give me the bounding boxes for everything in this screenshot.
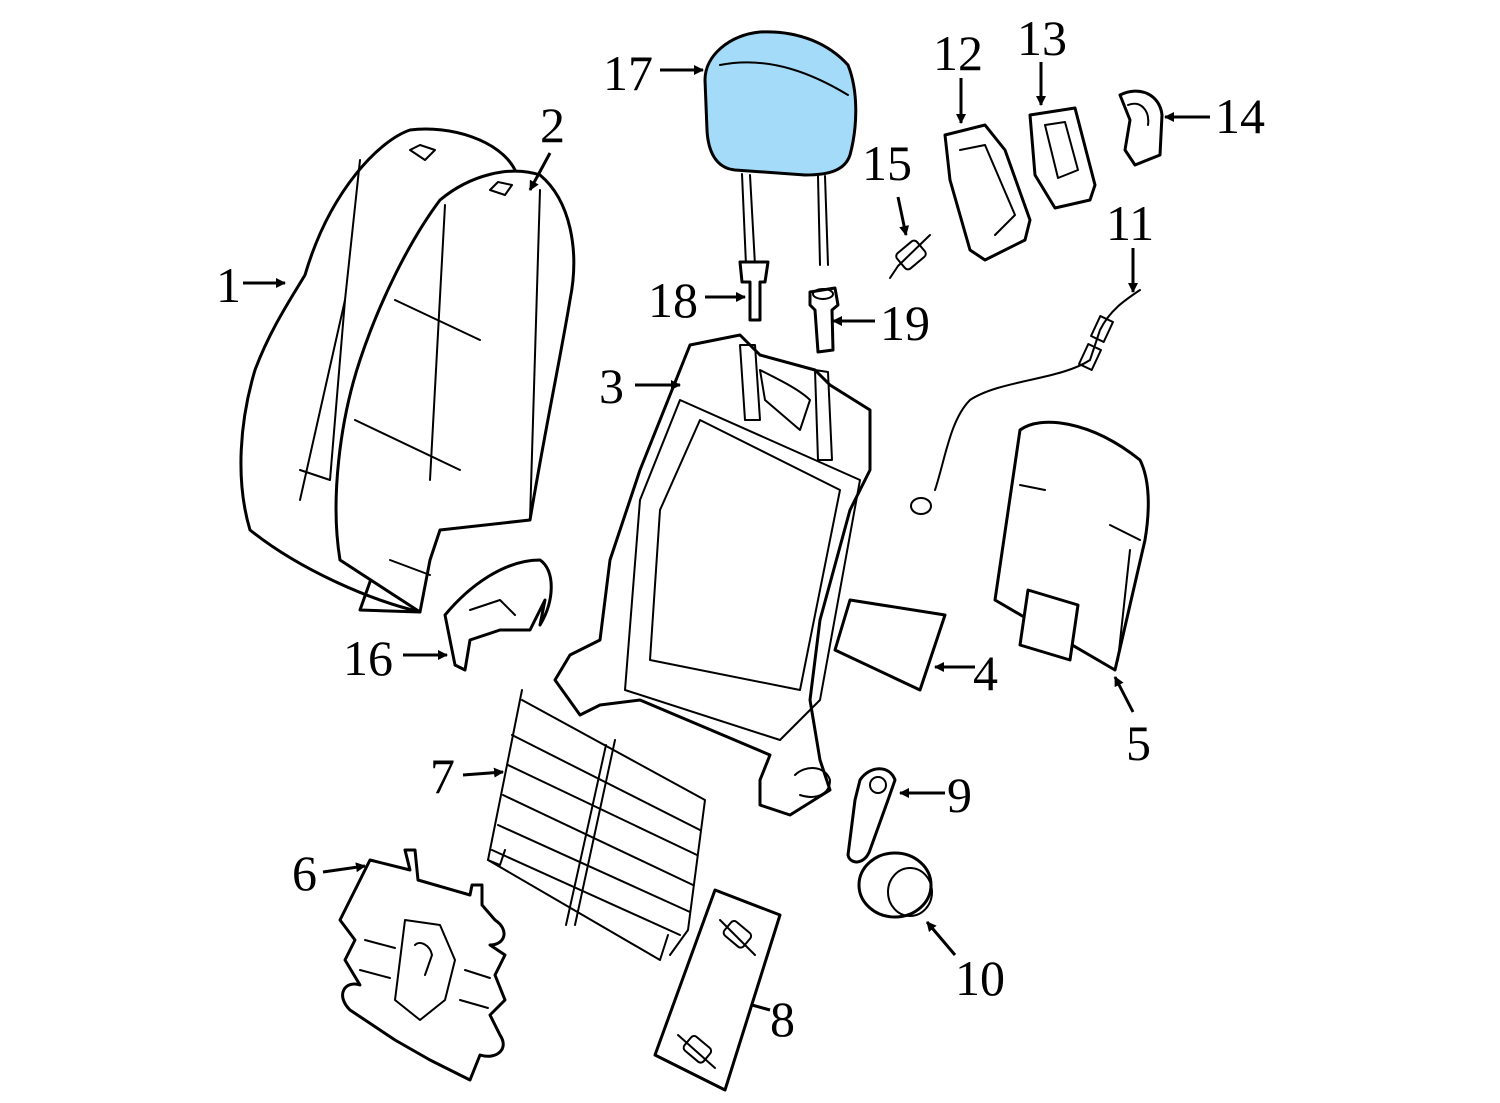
- part-14-trim-piece[interactable]: [1118, 89, 1164, 167]
- callout-8: 8: [770, 991, 795, 1047]
- callout-19: 19: [880, 295, 930, 351]
- part-9-handle-lever[interactable]: [846, 767, 897, 864]
- callout-1: 1: [216, 257, 241, 313]
- callout-17: 17: [603, 45, 653, 101]
- part-5-back-panel-board[interactable]: [993, 420, 1150, 672]
- callout-15: 15: [862, 135, 912, 191]
- part-10-knob[interactable]: [857, 851, 933, 919]
- callout-arrows: [243, 62, 1210, 1012]
- part-8-spring-pair[interactable]: [653, 888, 782, 1092]
- callout-4: 4: [973, 645, 998, 701]
- callout-6: 6: [292, 845, 317, 901]
- callout-7: 7: [430, 748, 455, 804]
- part-16-side-bracket[interactable]: [443, 558, 553, 672]
- callout-9: 9: [947, 767, 972, 823]
- part-19-guide-sleeve[interactable]: [808, 286, 840, 354]
- part-4-pad[interactable]: [833, 598, 947, 692]
- callout-13: 13: [1017, 10, 1067, 66]
- part-15-spring[interactable]: [889, 234, 931, 279]
- callout-10: 10: [955, 950, 1005, 1006]
- part-18-guide-sleeve[interactable]: [738, 260, 770, 322]
- part-12-bracket[interactable]: [943, 123, 1032, 262]
- callout-5: 5: [1126, 715, 1151, 771]
- part-7-spring-grid[interactable]: [487, 689, 706, 961]
- part-2-seat-back-panel[interactable]: [334, 169, 576, 614]
- part-17-headrest[interactable]: [703, 30, 858, 266]
- part-13-switch-cover[interactable]: [1028, 106, 1097, 210]
- part-3-seat-back-frame[interactable]: [553, 333, 872, 817]
- callout-2: 2: [540, 97, 565, 153]
- callout-3: 3: [599, 358, 624, 414]
- callout-11: 11: [1106, 195, 1154, 251]
- callout-18: 18: [648, 272, 698, 328]
- callout-12: 12: [933, 25, 983, 81]
- callout-16: 16: [343, 630, 393, 686]
- callout-14: 14: [1215, 88, 1265, 144]
- part-6-lumbar-plate[interactable]: [338, 848, 507, 1082]
- part-11-wire-harness[interactable]: [910, 289, 1141, 515]
- callout-labels: 1 2 3 4 5 6 7 8 9 10 11 12 13 14 15 16 1…: [216, 10, 1265, 1047]
